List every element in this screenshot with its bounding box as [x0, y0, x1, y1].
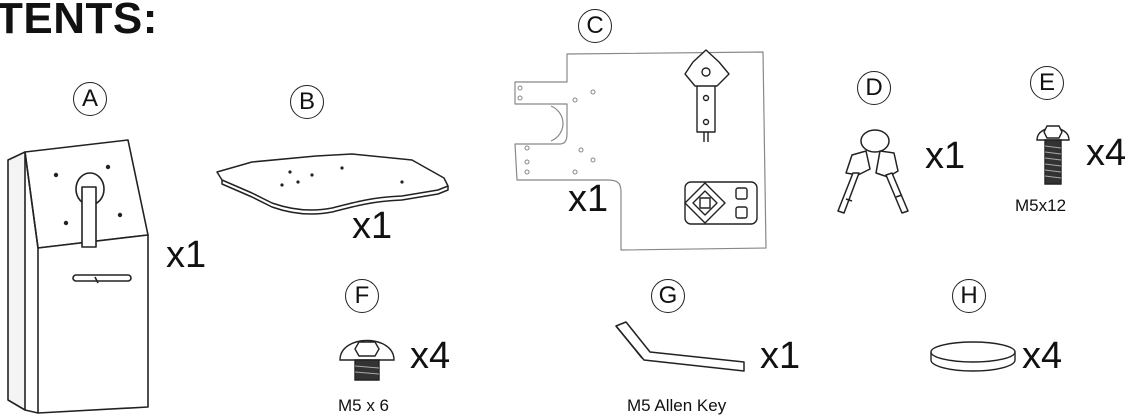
part-f-caption: M5 x 6 [338, 396, 390, 415]
part-g-label: G [651, 279, 685, 313]
part-h-quantity: x4 [1022, 335, 1063, 377]
part-e-label: E [1030, 66, 1064, 100]
part-d-label: D [857, 71, 891, 105]
bolt-m5x6-illustration [337, 332, 397, 384]
part-a-label: A [73, 82, 107, 116]
part-b-quantity: x1 [352, 205, 393, 247]
part-h-label: H [952, 279, 986, 313]
keys-illustration [822, 125, 922, 220]
stand-housing-illustration [0, 125, 165, 415]
part-d-quantity: x1 [925, 135, 966, 177]
part-c-quantity: x1 [568, 178, 609, 220]
round-pad-illustration [928, 340, 1018, 376]
base-plate-illustration [212, 148, 452, 218]
part-a-quantity: x1 [166, 234, 207, 276]
contents-heading: TENTS: [0, 0, 158, 43]
part-f-label: F [345, 279, 379, 313]
part-e-quantity: x4 [1086, 132, 1127, 174]
allen-key-illustration [612, 318, 752, 378]
part-c-label: C [578, 9, 612, 43]
part-e-caption: M5x12 [1015, 196, 1067, 215]
part-g-quantity: x1 [760, 335, 801, 377]
mounting-plate-illustration [505, 50, 780, 255]
part-b-label: B [290, 85, 324, 119]
part-g-caption: M5 Allen Key [627, 396, 727, 415]
part-f-quantity: x4 [410, 335, 451, 377]
bolt-m5x12-illustration [1036, 118, 1070, 190]
